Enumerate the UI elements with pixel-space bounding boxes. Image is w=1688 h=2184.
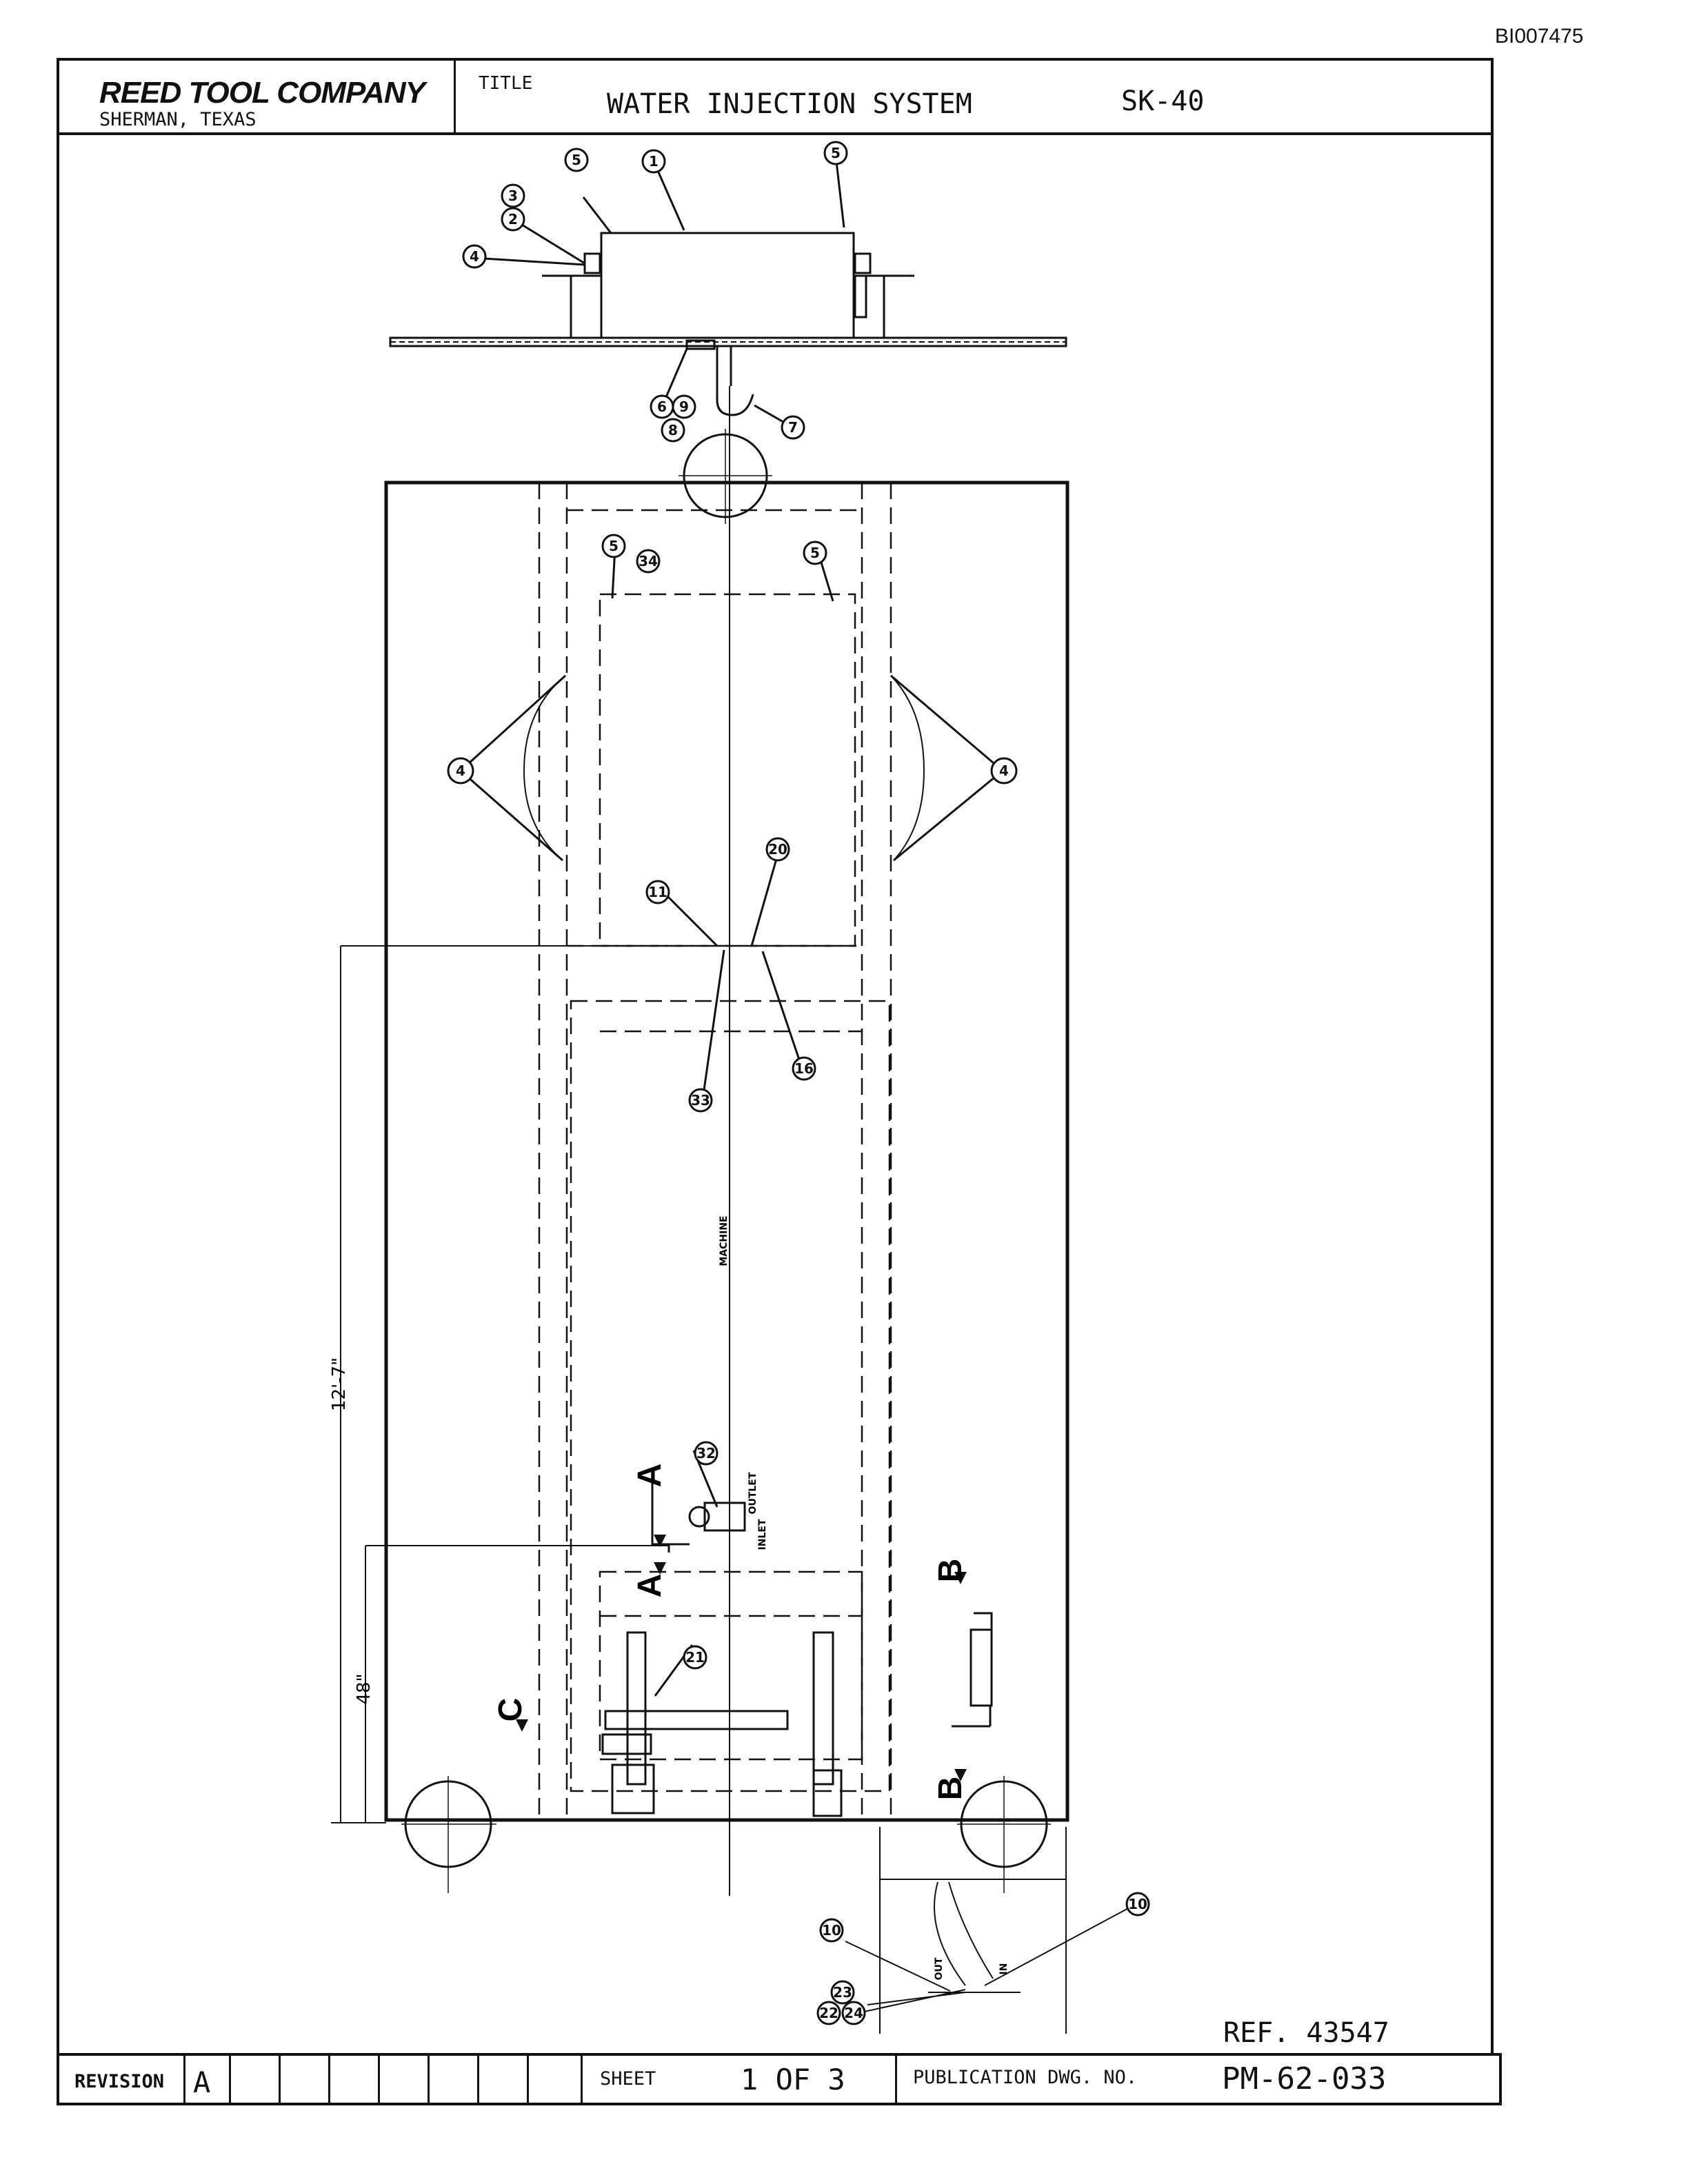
svg-text:5: 5 xyxy=(609,538,619,554)
balloon-5a xyxy=(564,148,589,172)
svg-text:32: 32 xyxy=(696,1445,716,1462)
svg-text:2: 2 xyxy=(508,211,518,228)
centerline-label: MACHINE xyxy=(719,1215,730,1266)
revision-label: REVISION xyxy=(74,2071,165,2092)
svg-text:1: 1 xyxy=(649,153,659,170)
pump-cylinder-left xyxy=(626,1631,647,1786)
svg-text:21: 21 xyxy=(685,1649,705,1666)
sheet-value: 1 OF 3 xyxy=(741,2063,845,2096)
balloon-20 xyxy=(765,837,790,862)
balloon-34 xyxy=(636,549,661,574)
title-block-divider xyxy=(454,61,456,132)
sheet-label: SHEET xyxy=(600,2068,656,2090)
drawing-title: WATER INJECTION SYSTEM xyxy=(607,88,972,120)
svg-text:3: 3 xyxy=(508,188,518,204)
svg-text:34: 34 xyxy=(639,553,658,569)
balloon-5d xyxy=(803,540,827,565)
balloon-16 xyxy=(792,1056,816,1081)
svg-text:23: 23 xyxy=(833,1984,852,2001)
section-b-top: B xyxy=(932,1559,969,1583)
balloon-3 xyxy=(501,183,525,208)
svg-text:5: 5 xyxy=(810,545,820,561)
svg-text:22: 22 xyxy=(819,2005,838,2021)
drain-hook xyxy=(716,346,754,416)
valve-body xyxy=(703,1502,746,1532)
svg-text:10: 10 xyxy=(822,1922,841,1939)
svg-text:4: 4 xyxy=(999,762,1009,779)
balloon-24 xyxy=(841,2001,866,2025)
water-tank xyxy=(600,232,855,339)
svg-text:20: 20 xyxy=(768,841,787,858)
svg-text:24: 24 xyxy=(844,2005,863,2021)
balloon-11 xyxy=(645,880,670,904)
section-c: C xyxy=(492,1698,529,1722)
balloon-22 xyxy=(816,2001,841,2025)
section-b-bottom: B xyxy=(932,1777,969,1801)
balloon-9 xyxy=(672,394,696,419)
reference-number: REF. 43547 xyxy=(1223,2017,1389,2049)
svg-text:6: 6 xyxy=(657,398,667,415)
company-name: REED TOOL COMPANY xyxy=(99,76,425,110)
title-label: TITLE xyxy=(479,73,533,94)
sketch-number: SK-40 xyxy=(1121,85,1205,117)
balloon-1 xyxy=(641,149,666,174)
tank-brackets xyxy=(542,274,914,338)
publication-label: PUBLICATION DWG. NO. xyxy=(913,2067,1138,2088)
out-label: OUT xyxy=(934,1957,945,1980)
dimension-lower: 48" xyxy=(354,1673,374,1704)
balloon-4b xyxy=(447,757,474,785)
injection-pipe xyxy=(604,1710,789,1730)
b-detail-body xyxy=(969,1628,993,1707)
drawing-frame xyxy=(57,134,1494,2054)
balloon-8 xyxy=(661,418,685,443)
balloon-7 xyxy=(781,415,805,440)
svg-text:10: 10 xyxy=(1128,1896,1147,1912)
company-location: SHERMAN, TEXAS xyxy=(99,109,257,130)
revision-value: A xyxy=(193,2065,211,2099)
balloon-10b xyxy=(1125,1892,1150,1917)
balloon-23 xyxy=(830,1980,855,2005)
balloon-33 xyxy=(688,1088,713,1113)
balloon-2 xyxy=(501,207,525,232)
section-a-bottom: A xyxy=(632,1574,668,1598)
pump-cylinder-right xyxy=(812,1631,834,1786)
svg-text:4: 4 xyxy=(456,762,465,779)
revision-block: REVISION A SHEET 1 OF 3 PUBLICATION DWG.… xyxy=(57,2053,1502,2105)
leader-4 xyxy=(459,674,1003,862)
document-id: BI007475 xyxy=(1495,25,1584,48)
svg-text:33: 33 xyxy=(691,1092,710,1109)
svg-text:4: 4 xyxy=(470,248,479,265)
section-a-top: A xyxy=(632,1464,668,1488)
svg-text:5: 5 xyxy=(572,152,581,168)
svg-text:16: 16 xyxy=(794,1060,814,1077)
balloon-4a xyxy=(462,244,487,269)
balloon-5b xyxy=(823,141,848,165)
svg-text:5: 5 xyxy=(831,145,841,161)
svg-text:7: 7 xyxy=(788,419,798,436)
svg-text:8: 8 xyxy=(668,422,678,438)
balloon-32 xyxy=(694,1441,719,1466)
balloon-4c xyxy=(990,757,1018,785)
title-block: REED TOOL COMPANY SHERMAN, TEXAS TITLE W… xyxy=(57,58,1494,135)
svg-text:11: 11 xyxy=(648,884,667,900)
balloon-10a xyxy=(819,1918,844,1943)
inlet-label: INLET xyxy=(757,1519,768,1550)
svg-text:9: 9 xyxy=(679,398,689,415)
balloon-21 xyxy=(683,1645,707,1670)
outlet-label: OUTLET xyxy=(747,1472,758,1514)
balloon-5c xyxy=(601,534,626,558)
in-label: IN xyxy=(998,1963,1009,1975)
publication-number: PM-62-033 xyxy=(1222,2061,1387,2096)
dimension-overall: 12'-7" xyxy=(329,1357,350,1411)
machine-outline xyxy=(384,481,1069,1822)
